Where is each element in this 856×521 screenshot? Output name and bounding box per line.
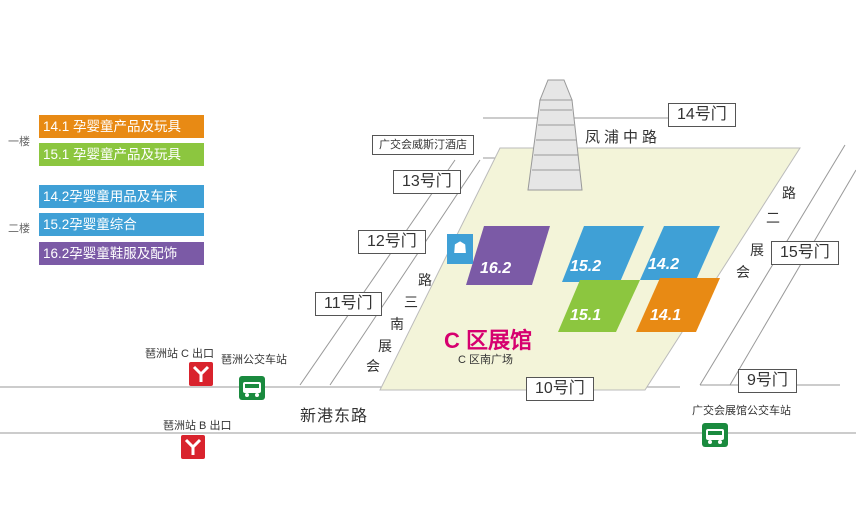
hall-15-1-label: 15.1 xyxy=(570,307,602,324)
gate-11[interactable]: 11号门 xyxy=(315,292,382,316)
hotel-label: 广交会威斯汀酒店 xyxy=(372,135,474,155)
zone-subtitle: C 区南广场 xyxy=(458,354,513,366)
bus-station-1-label: 琶洲公交车站 xyxy=(221,354,287,366)
gate-14[interactable]: 14号门 xyxy=(668,103,736,127)
road-huizhan2-char: 会 xyxy=(736,264,750,280)
road-xingang: 新港东路 xyxy=(300,408,369,425)
bus-icon[interactable] xyxy=(239,376,265,400)
metro-icon[interactable] xyxy=(189,362,213,386)
road-huizhan3-char: 会 xyxy=(366,358,380,374)
metro-b-label: 琶洲站 B 出口 xyxy=(163,420,232,432)
gate-13[interactable]: 13号门 xyxy=(393,170,461,194)
hall-14-2-label: 14.2 xyxy=(648,256,680,273)
gate-15[interactable]: 15号门 xyxy=(771,241,839,265)
gate-12[interactable]: 12号门 xyxy=(358,230,426,254)
road-huizhan2-char: 路 xyxy=(782,185,796,201)
hall-15-1[interactable] xyxy=(558,280,640,332)
road-huizhan3-char: 路 xyxy=(418,272,432,288)
legend-item-14-2[interactable]: 14.2孕婴童用品及车床 xyxy=(39,185,204,208)
gate-9[interactable]: 9号门 xyxy=(738,369,797,393)
hall-14-2[interactable] xyxy=(640,226,720,280)
legend-item-16-2[interactable]: 16.2孕婴童鞋服及配饰 xyxy=(39,242,204,265)
zone-title: C 区展馆 xyxy=(444,328,533,353)
hall-15-2-label: 15.2 xyxy=(570,258,602,275)
hall-16-2[interactable] xyxy=(466,226,550,285)
road-huizhan3-char: 三 xyxy=(404,294,418,310)
road-huizhan2-char: 展 xyxy=(750,242,764,258)
road-huizhan3-char: 南 xyxy=(390,316,404,332)
road-fengpu: 凤浦中路 xyxy=(585,129,662,146)
floor-1-label: 一楼 xyxy=(8,136,30,148)
metro-icon[interactable] xyxy=(181,435,205,459)
legend-item-14-1[interactable]: 14.1 孕婴童产品及玩具 xyxy=(39,115,204,138)
metro-c-label: 琶洲站 C 出口 xyxy=(145,348,215,360)
floor-2-label: 二楼 xyxy=(8,223,30,235)
hall-14-1-label: 14.1 xyxy=(650,307,682,324)
hall-15-2[interactable] xyxy=(562,226,644,282)
legend-item-15-1[interactable]: 15.1 孕婴童产品及玩具 xyxy=(39,143,204,166)
hotel-tower-icon xyxy=(527,79,583,191)
hall-16-2-label: 16.2 xyxy=(480,260,512,277)
bus-icon[interactable] xyxy=(702,423,728,447)
legend-item-15-2[interactable]: 15.2孕婴童综合 xyxy=(39,213,204,236)
bus-station-2-label: 广交会展馆公交车站 xyxy=(692,405,791,417)
gate-10[interactable]: 10号门 xyxy=(526,377,594,401)
road-huizhan3-char: 展 xyxy=(378,338,392,354)
hall-14-1[interactable] xyxy=(636,278,720,332)
restroom-icon: ☗ xyxy=(447,234,473,264)
road-huizhan2-char: 二 xyxy=(766,210,780,226)
